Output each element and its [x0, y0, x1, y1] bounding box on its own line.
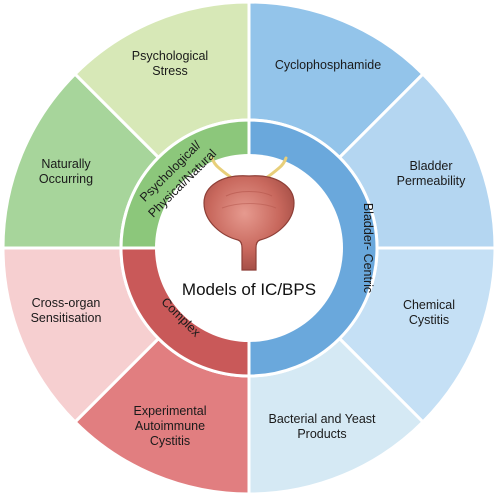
segment-label-cyclophosphamide: Cyclophosphamide: [275, 58, 381, 72]
segment-label-bacterial-yeast-line1: Bacterial and Yeast: [268, 412, 376, 426]
center-title: Models of IC/BPS: [182, 280, 316, 299]
segment-label-psychological-stress-line1: Psychological: [132, 49, 208, 63]
category-label-bladder-centric: Bladder- Centric: [361, 203, 375, 293]
segment-label-experimental-autoimmune-line1: Experimental: [134, 404, 207, 418]
segment-label-psychological-stress-line2: Stress: [152, 64, 187, 78]
segment-label-experimental-autoimmune-line3: Cystitis: [150, 434, 190, 448]
segment-label-cross-organ: Cross-organ Sensitisation: [31, 296, 102, 325]
bladder-icon: [203, 156, 295, 271]
segment-label-chemical-cystitis-line1: Chemical: [403, 298, 455, 312]
segment-label-bladder-permeability-line1: Bladder: [409, 159, 452, 173]
segment-label-naturally-occurring-line1: Naturally: [41, 157, 91, 171]
segment-label-cross-organ-line1: Cross-organ: [32, 296, 101, 310]
segment-label-naturally-occurring-line2: Occurring: [39, 172, 93, 186]
segment-label-cross-organ-line2: Sensitisation: [31, 311, 102, 325]
segment-label-chemical-cystitis: Chemical Cystitis: [403, 298, 455, 327]
segment-label-bladder-permeability: Bladder Permeability: [397, 159, 467, 188]
segment-label-naturally-occurring: Naturally Occurring: [39, 157, 93, 186]
segment-label-chemical-cystitis-line2: Cystitis: [409, 313, 449, 327]
segment-label-psychological-stress: Psychological Stress: [132, 49, 208, 78]
segment-label-experimental-autoimmune: Experimental Autoimmune Cystitis: [134, 404, 207, 448]
segment-label-bacterial-yeast: Bacterial and Yeast Products: [268, 412, 376, 441]
segment-label-experimental-autoimmune-line2: Autoimmune: [135, 419, 205, 433]
segment-label-bacterial-yeast-line2: Products: [297, 427, 346, 441]
segment-label-bladder-permeability-line2: Permeability: [397, 174, 467, 188]
